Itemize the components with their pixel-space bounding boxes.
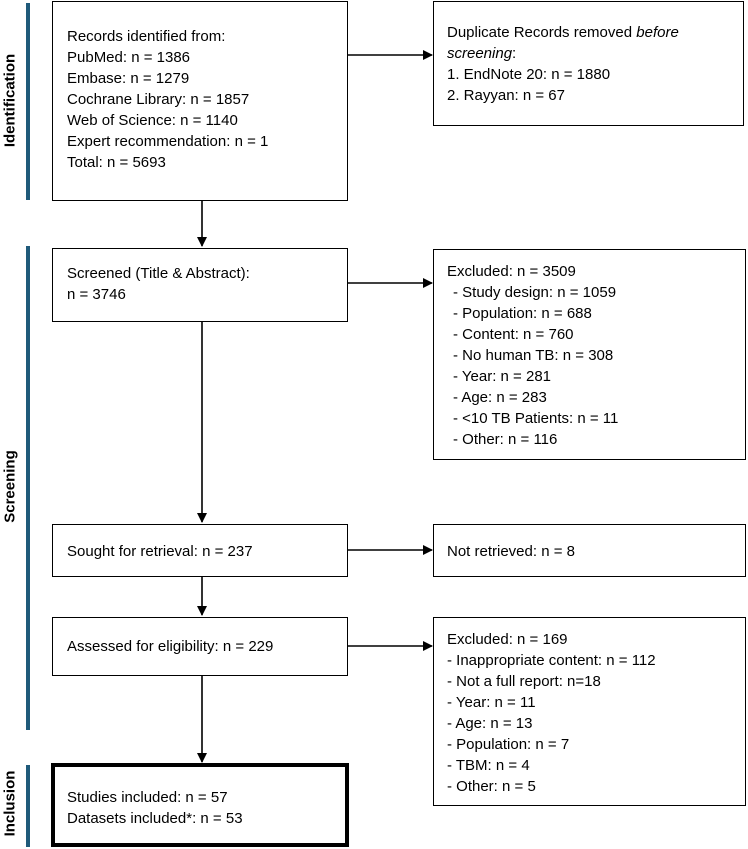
duplicates-heading-text: Duplicate Records removed (447, 24, 637, 41)
excluded-population: - Population: n = 688 (453, 305, 592, 322)
excluded-lt10-patients: - <10 TB Patients: n = 11 (453, 410, 619, 427)
duplicates-rayyan: 2. Rayyan: n = 67 (447, 87, 565, 104)
excluded-content: - Content: n = 760 (453, 326, 574, 343)
source-pubmed: PubMed: n = 1386 (67, 49, 191, 66)
assessed-eligibility-box: Assessed for eligibility: n = 229 (52, 617, 348, 676)
excluded-elig-population: - Population: n = 7 (447, 736, 570, 753)
excluded-not-full-report: - Not a full report: n=18 (447, 673, 601, 690)
excluded-elig-tbm: - TBM: n = 4 (447, 757, 530, 774)
source-cochrane: Cochrane Library: n = 1857 (67, 91, 250, 108)
phase-bar-inclusion (26, 765, 30, 847)
excluded-study-design: - Study design: n = 1059 (453, 284, 617, 301)
duplicates-endnote: 1. EndNote 20: n = 1880 (447, 66, 611, 83)
records-identified-box: Records identified from: PubMed: n = 138… (52, 1, 348, 201)
screened-label: Screened (Title & Abstract): (67, 265, 250, 282)
records-total: Total: n = 5693 (67, 154, 166, 171)
duplicates-heading-colon: : (512, 45, 517, 62)
excluded-age: - Age: n = 283 (453, 389, 547, 406)
screened-count: n = 3746 (67, 286, 126, 303)
phase-bar-screening (26, 246, 30, 730)
datasets-included: Datasets included*: n = 53 (67, 810, 243, 827)
excluded-other: - Other: n = 116 (453, 431, 558, 448)
sought-retrieval-box: Sought for retrieval: n = 237 (52, 524, 348, 577)
excluded-year: - Year: n = 281 (453, 368, 551, 385)
excluded-screening-heading: Excluded: n = 3509 (447, 263, 576, 280)
records-identified-heading: Records identified from: (67, 28, 226, 45)
assessed-eligibility-label: Assessed for eligibility: n = 229 (67, 638, 274, 655)
excluded-elig-other: - Other: n = 5 (447, 778, 536, 795)
source-web-of-science: Web of Science: n = 1140 (67, 112, 238, 129)
duplicates-removed-box: Duplicate Records removed before screeni… (433, 1, 744, 126)
source-embase: Embase: n = 1279 (67, 70, 190, 87)
sought-retrieval-label: Sought for retrieval: n = 237 (67, 543, 253, 560)
excluded-eligibility-box: Excluded: n = 169 - Inappropriate conten… (433, 617, 746, 806)
duplicates-heading-cont: screening: (447, 43, 743, 64)
not-retrieved-label: Not retrieved: n = 8 (447, 543, 575, 560)
excluded-elig-year: - Year: n = 11 (447, 694, 536, 711)
studies-included: Studies included: n = 57 (67, 789, 228, 806)
duplicates-heading: Duplicate Records removed before (447, 22, 743, 43)
duplicates-heading-before: before (636, 24, 679, 41)
excluded-eligibility-heading: Excluded: n = 169 (447, 631, 568, 648)
phase-bar-identification (26, 3, 30, 200)
screened-box: Screened (Title & Abstract): n = 3746 (52, 248, 348, 322)
excluded-inappropriate-content: - Inappropriate content: n = 112 (447, 652, 656, 669)
excluded-screening-box: Excluded: n = 3509 - Study design: n = 1… (433, 249, 746, 460)
source-expert: Expert recommendation: n = 1 (67, 133, 269, 150)
excluded-no-human-tb: - No human TB: n = 308 (453, 347, 614, 364)
excluded-elig-age: - Age: n = 13 (447, 715, 533, 732)
not-retrieved-box: Not retrieved: n = 8 (433, 524, 746, 577)
duplicates-heading-screening: screening (447, 45, 513, 62)
included-box: Studies included: n = 57 Datasets includ… (51, 763, 349, 847)
